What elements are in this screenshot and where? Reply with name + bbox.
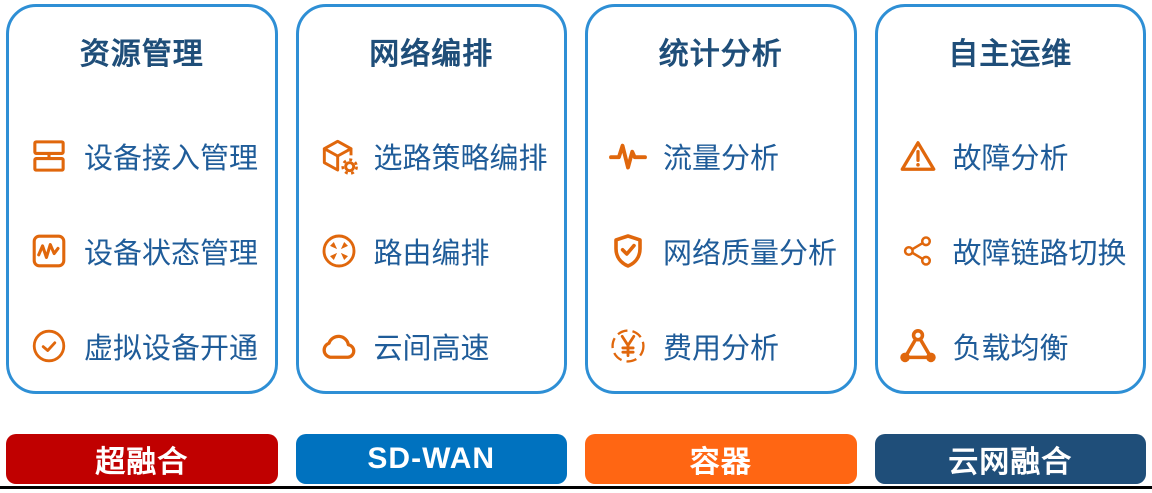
share-link-icon (898, 231, 938, 271)
yuan-circle-icon (608, 326, 648, 366)
item-label: 虚拟设备开通 (84, 333, 259, 365)
router-icon (319, 231, 359, 271)
list-item: 故障链路切换 (898, 230, 1144, 272)
device-stack-icon (29, 136, 69, 176)
list-item: 负载均衡 (898, 325, 1144, 367)
item-label: 设备状态管理 (84, 238, 259, 270)
item-label: 选路策略编排 (373, 143, 548, 175)
panels-row: 资源管理 设备接入管理 (6, 4, 1146, 394)
item-label: 故障分析 (952, 143, 1069, 175)
panel-resource-management: 资源管理 设备接入管理 (6, 4, 278, 394)
list-item: 流量分析 (608, 135, 854, 177)
panel-autonomous-operations: 自主运维 故障分析 (874, 4, 1146, 394)
list-item: 云间高速 (319, 325, 565, 367)
item-label: 网络质量分析 (663, 238, 838, 270)
item-label: 费用分析 (663, 333, 780, 365)
item-label: 路由编排 (373, 238, 490, 270)
list-item: 选路策略编排 (319, 135, 565, 177)
list-item: 虚拟设备开通 (29, 325, 275, 367)
list-item: 故障分析 (898, 135, 1144, 177)
panel-title: 自主运维 (948, 38, 1073, 71)
panel-title: 资源管理 (79, 38, 204, 71)
item-label: 流量分析 (663, 143, 780, 175)
status-monitor-icon (29, 231, 69, 271)
bottom-divider (0, 486, 1152, 489)
clock-icon (29, 326, 69, 366)
list-item: 网络质量分析 (608, 230, 854, 272)
panel-title: 网络编排 (369, 38, 494, 71)
bar-sd-wan: SD-WAN (295, 434, 567, 484)
warning-triangle-icon (898, 136, 938, 176)
load-balance-icon (898, 326, 938, 366)
list-item: 设备接入管理 (29, 135, 275, 177)
list-item: 设备状态管理 (29, 230, 275, 272)
shield-check-icon (608, 231, 648, 271)
panel-statistics-analysis: 统计分析 流量分析 (585, 4, 857, 394)
list-item: 路由编排 (319, 230, 565, 272)
cube-gear-icon (319, 136, 359, 176)
pulse-icon (608, 136, 648, 176)
item-label: 设备接入管理 (84, 143, 259, 175)
panel-title: 统计分析 (658, 38, 783, 71)
panel-network-orchestration: 网络编排 选路策略编排 (295, 4, 567, 394)
category-bars-row: 超融合 SD-WAN 容器 云网融合 (6, 434, 1146, 484)
item-label: 云间高速 (373, 333, 490, 365)
item-label: 故障链路切换 (952, 238, 1127, 270)
list-item: 费用分析 (608, 325, 854, 367)
bar-container: 容器 (585, 434, 857, 484)
item-label: 负载均衡 (952, 333, 1069, 365)
cloud-icon (319, 326, 359, 366)
bar-hyperconverged: 超融合 (6, 434, 278, 484)
bar-cloud-network-convergence: 云网融合 (874, 434, 1146, 484)
